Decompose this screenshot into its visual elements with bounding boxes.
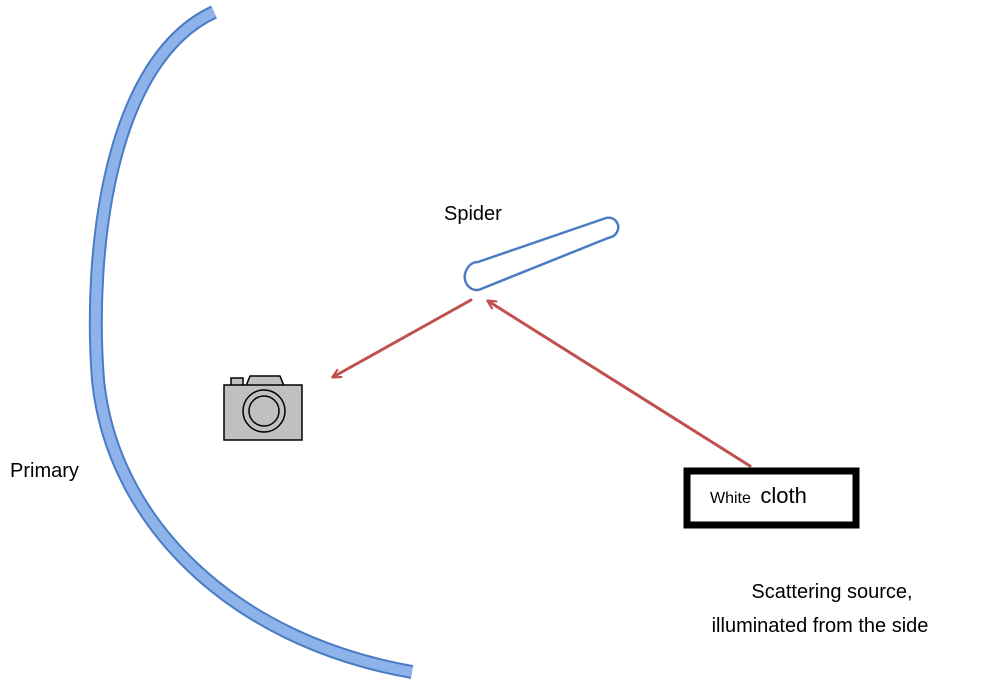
spider-vane (463, 216, 620, 292)
primary-label: Primary (10, 460, 79, 482)
scattered-ray-arrow (333, 298, 473, 379)
source-caption-line2: illuminated from the side (712, 615, 929, 637)
incident-ray-arrow (488, 301, 752, 468)
source-caption-line1: Scattering source, (751, 581, 912, 603)
cloth-word: cloth (760, 483, 806, 508)
white-word: White (710, 490, 751, 507)
spider-label: Spider (444, 203, 502, 225)
white-cloth-label: White cloth (710, 483, 807, 508)
camera-icon (223, 375, 303, 441)
white-cloth-box (683, 467, 860, 529)
primary-mirror (88, 5, 414, 679)
